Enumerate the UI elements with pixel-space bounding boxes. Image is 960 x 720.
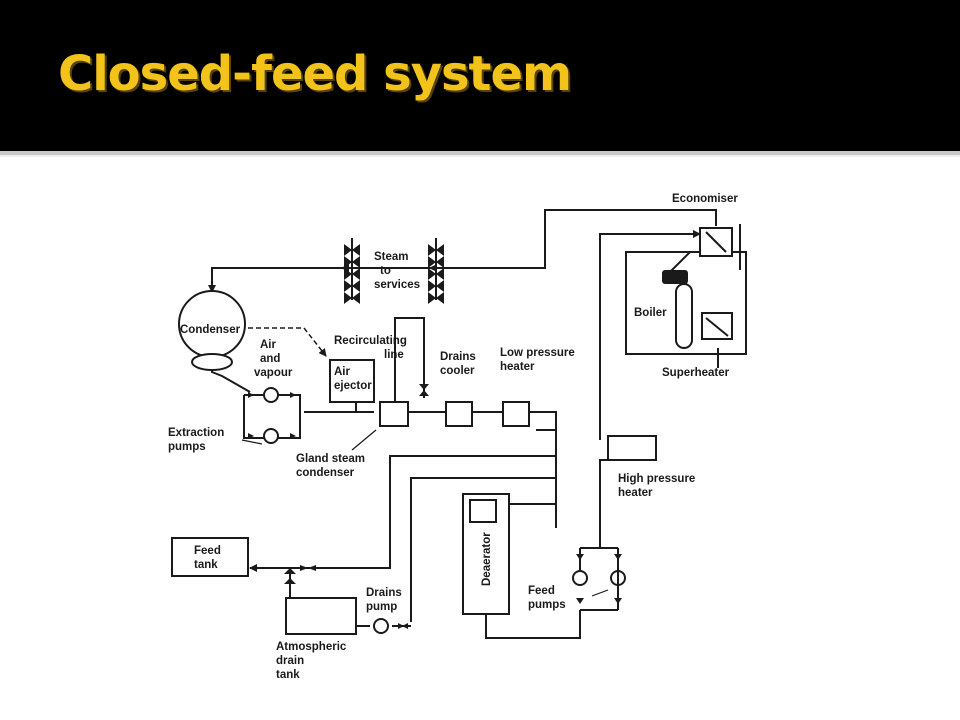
label-drains-cooler-1: Drains <box>440 351 476 363</box>
feed-pump-valves <box>576 554 622 604</box>
label-steam-1: Steam <box>374 251 409 263</box>
label-atm-1: Atmospheric <box>276 641 347 653</box>
leader-extraction <box>241 439 263 445</box>
slide-title: Closed-feed system <box>58 46 572 102</box>
pipe-air-vapour <box>248 327 327 357</box>
components <box>171 290 657 635</box>
atm-tank-valve <box>284 568 296 584</box>
air-ejector-box <box>329 359 375 403</box>
label-recirc-1: Recirculating <box>334 335 407 347</box>
extraction-valves <box>248 392 296 439</box>
pipe-extraction-loop <box>243 394 301 439</box>
header-divider-light <box>0 155 960 157</box>
gland-steam-condenser-box <box>379 401 409 427</box>
valves <box>248 238 622 629</box>
label-drains-pump-2: pump <box>366 601 397 613</box>
label-steam-3: services <box>374 279 420 291</box>
condenser-hotwell <box>191 353 233 371</box>
label-feed-pumps-1: Feed <box>528 585 555 597</box>
label-atm-2: drain <box>276 655 304 667</box>
label-feed-tank-2: tank <box>194 559 218 571</box>
title-bar: Closed-feed system <box>0 0 960 151</box>
label-air-vapour-2: and <box>260 353 280 365</box>
economiser-coil <box>705 231 727 253</box>
piping <box>208 209 717 639</box>
label-superheater: Superheater <box>662 367 730 379</box>
feed-tank-valve <box>300 565 316 571</box>
labels: Economiser Steam to services Condenser R… <box>168 193 738 681</box>
label-feed-pumps-2: pumps <box>528 599 566 611</box>
label-hp-heater-2: heater <box>618 487 653 499</box>
label-recirc-2: line <box>384 349 404 361</box>
drains-pump-valve <box>398 623 408 629</box>
label-extraction-2: pumps <box>168 441 206 453</box>
label-boiler: Boiler <box>634 307 667 319</box>
label-hp-heater-1: High pressure <box>618 473 695 485</box>
label-steam-2: to <box>380 265 391 277</box>
label-gland-2: condenser <box>296 467 355 479</box>
pipe-feed-to-hp <box>599 459 608 548</box>
feed-tank-box <box>171 537 249 577</box>
extraction-pump-2 <box>263 428 279 444</box>
pipe-drains-pump-up <box>410 477 556 622</box>
leader-gland <box>351 429 377 451</box>
pipe-branch-1 <box>389 455 556 510</box>
label-feed-tank-1: Feed <box>194 545 221 557</box>
label-economiser: Economiser <box>672 193 738 205</box>
label-gland-1: Gland steam <box>296 453 365 465</box>
pipe-main-steam <box>429 209 717 272</box>
boiler-water-tube <box>675 283 693 349</box>
lp-heater-box <box>502 401 530 427</box>
pipe-lp-out <box>529 411 557 528</box>
leader-feed-pumps <box>591 589 609 597</box>
label-leaders <box>241 429 609 597</box>
boiler-steam-drum <box>662 270 688 284</box>
label-air-ejector-1: Air <box>334 366 351 378</box>
label-air-vapour-1: Air <box>260 339 277 351</box>
drains-cooler-box <box>445 401 473 427</box>
label-air-vapour-3: vapour <box>254 367 293 379</box>
pipe-hp-to-economiser <box>599 230 701 440</box>
label-air-ejector-2: ejector <box>334 380 372 392</box>
recirc-valve <box>419 384 429 396</box>
hp-heater-box <box>607 435 657 461</box>
extraction-pump-1 <box>263 387 279 403</box>
label-drains-cooler-2: cooler <box>440 365 475 377</box>
superheater-coil <box>705 317 729 337</box>
pipe-deaerator-to-feed <box>485 610 581 639</box>
boiler-group <box>625 224 747 368</box>
pipe-steam-return <box>208 267 342 293</box>
header-divider <box>0 151 960 155</box>
label-atm-3: tank <box>276 669 300 681</box>
drains-pump-circle <box>373 618 389 634</box>
pipe-to-feed-tank <box>249 510 391 572</box>
feed-pump-1 <box>572 570 588 586</box>
pipe-recirculating <box>394 317 425 402</box>
label-condenser: Condenser <box>180 324 241 336</box>
atm-drain-tank-box <box>285 597 357 635</box>
label-extraction-1: Extraction <box>168 427 224 439</box>
label-lp-heater-1: Low pressure <box>500 347 575 359</box>
label-lp-heater-2: heater <box>500 361 535 373</box>
label-drains-pump-1: Drains <box>366 587 402 599</box>
label-deaerator: Deaerator <box>481 532 493 586</box>
deaerator-head <box>469 499 497 523</box>
